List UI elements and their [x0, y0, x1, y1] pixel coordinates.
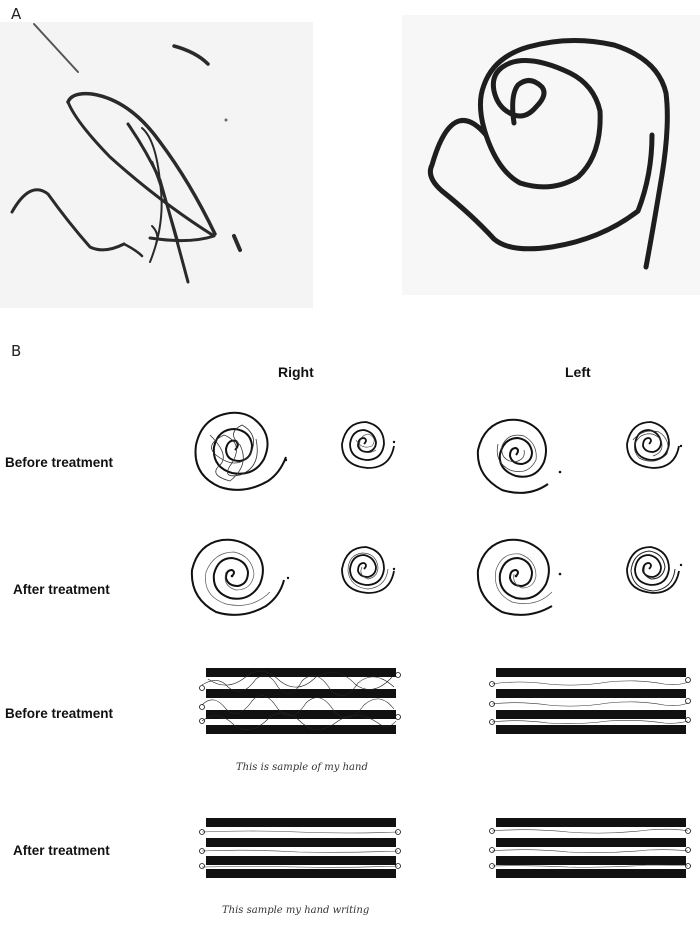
line-tracing-right-before — [198, 665, 403, 740]
row-label-spiral-before: Before treatment — [5, 455, 114, 470]
spiral-test-right-large-after — [180, 530, 290, 620]
panel-b-label: B — [11, 342, 22, 360]
row-label-spiral-after: After treatment — [13, 582, 110, 597]
spiral-test-right-large-before — [180, 405, 290, 495]
scribble-drawing — [10, 23, 242, 284]
handwriting-sample-before: This is sample of my hand — [236, 762, 368, 773]
line-tracing-left-before — [488, 665, 693, 740]
line-tracing-left-after — [488, 815, 693, 880]
spiral-drawing — [427, 38, 670, 270]
spiral-test-right-small-before — [328, 410, 408, 480]
handwriting-sample-after: This sample my hand writing — [222, 905, 370, 916]
spiral-test-left-small-after — [613, 535, 693, 605]
line-tracing-right-after — [198, 815, 403, 880]
row-label-lines-after: After treatment — [13, 843, 110, 858]
scribble-drawing-image — [0, 22, 313, 308]
spiral-drawing-image — [402, 15, 700, 295]
column-header-left: Left — [565, 364, 591, 380]
spiral-test-left-large-after — [468, 530, 578, 620]
panel-a-label: A — [11, 5, 22, 23]
spiral-test-right-small-after — [328, 535, 408, 605]
column-header-right: Right — [278, 364, 314, 380]
spiral-test-left-small-before — [613, 410, 693, 480]
row-label-lines-before: Before treatment — [5, 706, 114, 721]
spiral-test-left-large-before — [468, 410, 578, 500]
